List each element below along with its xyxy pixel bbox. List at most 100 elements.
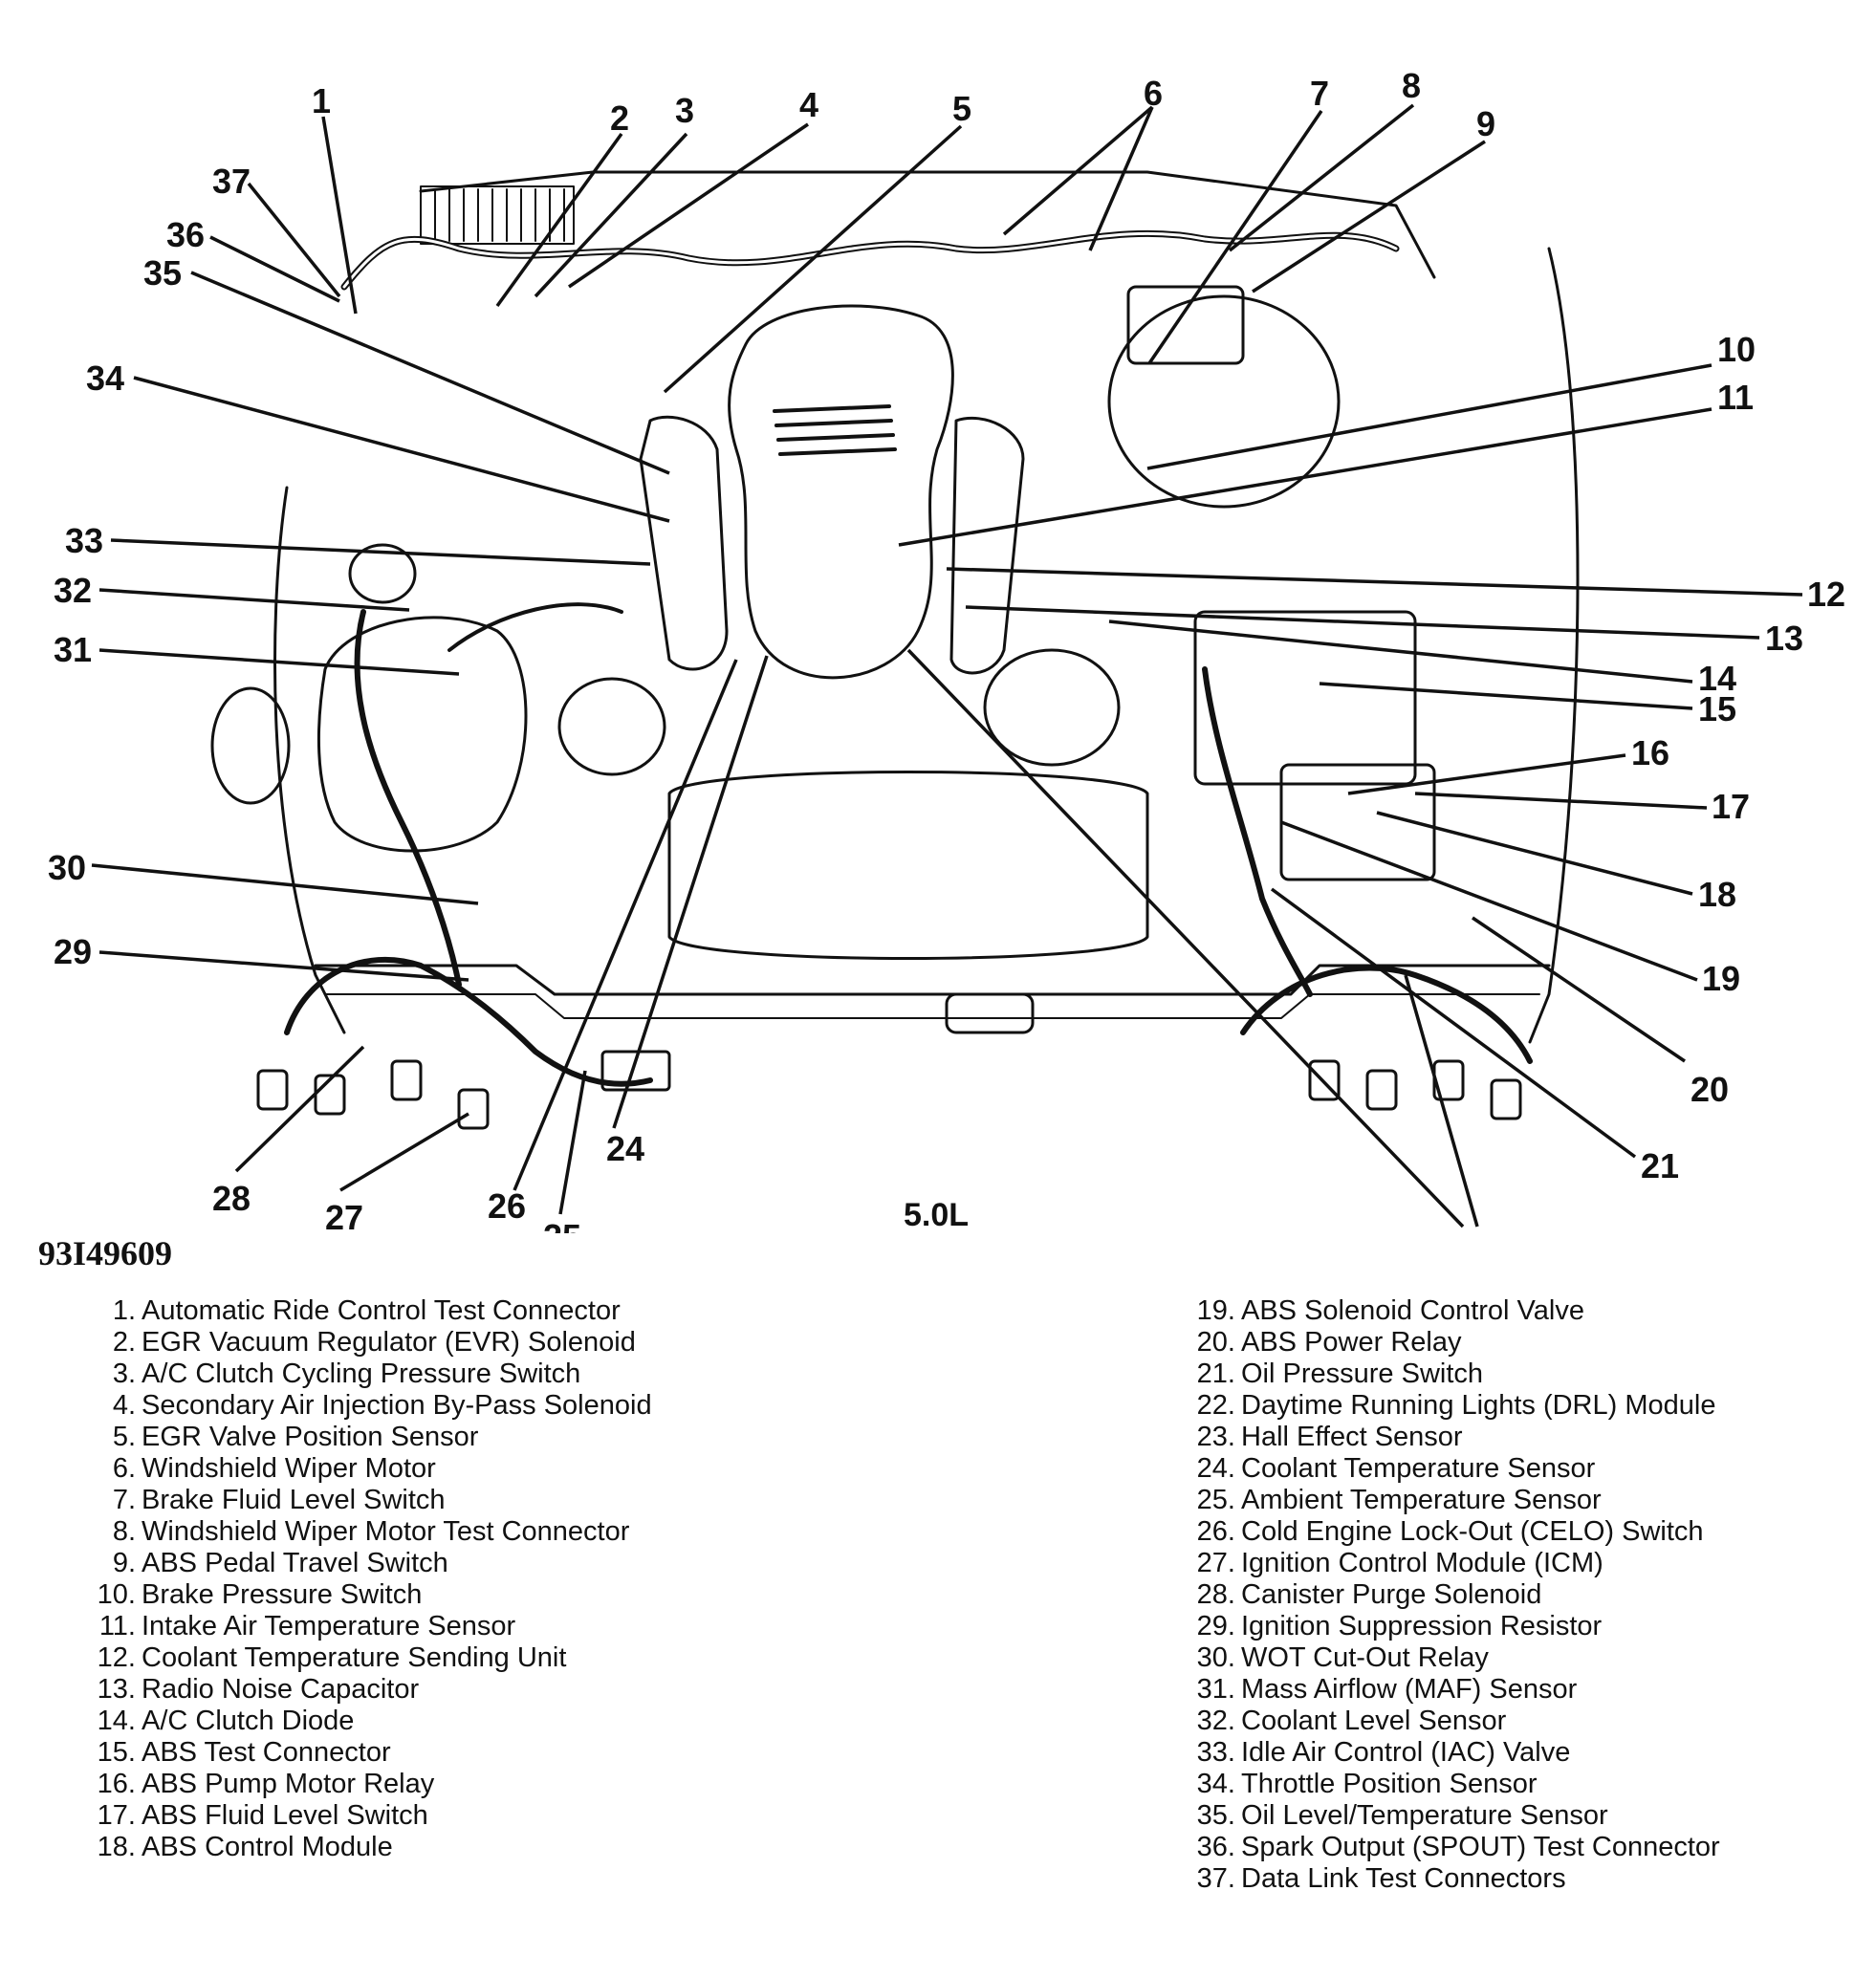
callout-14: 14 — [1698, 659, 1736, 698]
callout-24: 24 — [606, 1129, 644, 1168]
legend-item: 19.ABS Solenoid Control Valve — [1196, 1295, 1584, 1326]
engine-size-label: 5.0L — [904, 1197, 969, 1233]
legend-item: 6.Windshield Wiper Motor — [112, 1453, 436, 1484]
legend-item: 30.WOT Cut-Out Relay — [1196, 1642, 1489, 1673]
left-valve-cover — [639, 415, 729, 671]
legend-item: 3.A/C Clutch Cycling Pressure Switch — [112, 1359, 581, 1389]
callout-1: 1 — [312, 81, 331, 120]
alternator — [983, 648, 1121, 767]
cowl-grille-slats — [434, 188, 565, 242]
leader-8 — [1228, 103, 1415, 252]
callout-7: 7 — [1310, 74, 1329, 113]
callout-28: 28 — [212, 1179, 251, 1218]
cowl-panel — [419, 170, 1436, 279]
master-cylinder — [1126, 285, 1245, 365]
leader-36 — [209, 235, 340, 303]
leader-7 — [1147, 110, 1323, 364]
leader-16 — [1347, 753, 1626, 795]
engine-illustration — [210, 170, 1580, 1130]
leader-24 — [612, 655, 769, 1129]
leader-25 — [558, 1070, 587, 1215]
figure-id: 93I49609 — [38, 1234, 173, 1272]
leader-28 — [234, 1045, 365, 1173]
leader-29 — [98, 950, 469, 982]
callout-30: 30 — [48, 848, 86, 887]
legend-item: 27.Ignition Control Module (ICM) — [1196, 1548, 1603, 1578]
legend-right: 19.ABS Solenoid Control Valve 20.ABS Pow… — [1186, 1295, 1720, 1895]
leader-4 — [568, 122, 809, 289]
legend-item: 15.ABS Test Connector — [97, 1737, 391, 1768]
leader-33 — [110, 538, 651, 566]
air-inlet-duct — [447, 602, 623, 652]
legend-item: 22.Daytime Running Lights (DRL) Module — [1196, 1390, 1716, 1421]
legend-item: 9.ABS Pedal Travel Switch — [112, 1548, 448, 1578]
legend-item: 23.Hall Effect Sensor — [1196, 1422, 1463, 1452]
leader-30 — [91, 863, 479, 905]
callout-36: 36 — [166, 215, 205, 254]
callout-27: 27 — [325, 1198, 363, 1233]
legend-item: 2.EGR Vacuum Regulator (EVR) Solenoid — [112, 1327, 636, 1358]
callout-32: 32 — [54, 571, 92, 610]
leader-32 — [98, 588, 410, 612]
callout-9: 9 — [1476, 104, 1495, 143]
callout-26: 26 — [488, 1186, 526, 1226]
legend-item: 34.Throttle Position Sensor — [1196, 1769, 1538, 1799]
callout-4: 4 — [799, 85, 818, 124]
callout-25: 25 — [543, 1217, 581, 1233]
legend-item: 18.ABS Control Module — [97, 1832, 393, 1862]
leader-9 — [1252, 140, 1486, 293]
leader-6b — [1088, 106, 1154, 251]
leader-6a — [1002, 105, 1154, 236]
plenum-ribs — [773, 404, 897, 456]
intake-plenum — [728, 304, 954, 680]
leader-lines — [91, 103, 1803, 1228]
legend-item: 14.A/C Clutch Diode — [97, 1706, 355, 1736]
legend-item: 11.Intake Air Temperature Sensor — [98, 1611, 516, 1641]
callout-5: 5 — [952, 89, 971, 128]
leader-12 — [946, 567, 1803, 597]
callout-23: 23 — [1413, 1228, 1451, 1233]
leader-2 — [495, 132, 623, 308]
leader-26 — [513, 659, 738, 1191]
battery — [1193, 610, 1417, 786]
legend-item: 31.Mass Airflow (MAF) Sensor — [1196, 1674, 1578, 1705]
leader-5 — [663, 124, 963, 394]
callout-21: 21 — [1641, 1146, 1679, 1185]
side-harness-left — [354, 609, 462, 988]
legend-item: 25.Ambient Temperature Sensor — [1196, 1485, 1602, 1515]
callout-33: 33 — [65, 521, 103, 560]
callout-35: 35 — [143, 253, 182, 293]
legend-item: 4.Secondary Air Injection By-Pass Soleno… — [112, 1390, 652, 1421]
leader-35 — [190, 271, 670, 475]
leader-15 — [1319, 682, 1693, 710]
engine-drawing: 1 2 3 4 5 6 7 8 9 10 11 12 13 14 15 16 1… — [48, 66, 1845, 1233]
leader-14 — [1108, 619, 1693, 684]
right-valve-cover — [949, 416, 1025, 675]
front-right-harness — [1240, 965, 1533, 1064]
left-fender-outline — [273, 486, 346, 1034]
leader-20 — [1472, 916, 1686, 1063]
legend-item: 8.Windshield Wiper Motor Test Connector — [112, 1516, 630, 1547]
callout-2: 2 — [610, 98, 629, 138]
legend-item: 26.Cold Engine Lock-Out (CELO) Switch — [1196, 1516, 1704, 1547]
legend-item: 10.Brake Pressure Switch — [97, 1579, 423, 1610]
fan-shroud — [667, 771, 1149, 960]
leader-21 — [1270, 887, 1637, 1159]
callout-31: 31 — [54, 630, 92, 669]
callout-13: 13 — [1765, 619, 1803, 658]
air-cleaner-box — [316, 616, 528, 853]
legend-item: 5.EGR Valve Position Sensor — [112, 1422, 479, 1452]
side-harness-right — [1202, 666, 1313, 997]
legend-item: 12.Coolant Temperature Sending Unit — [97, 1642, 567, 1673]
legend-item: 32.Coolant Level Sensor — [1196, 1706, 1507, 1736]
callout-16: 16 — [1631, 733, 1669, 772]
legend-item: 1.Automatic Ride Control Test Connector — [112, 1295, 621, 1326]
callout-3: 3 — [675, 91, 694, 130]
leader-23 — [906, 648, 1465, 1228]
callout-11: 11 — [1717, 378, 1754, 417]
legend-item: 13.Radio Noise Capacitor — [97, 1674, 420, 1705]
legend-item: 20.ABS Power Relay — [1196, 1327, 1462, 1358]
leader-22 — [1404, 974, 1479, 1228]
legend-item: 24.Coolant Temperature Sensor — [1196, 1453, 1596, 1484]
legend-item: 16.ABS Pump Motor Relay — [97, 1769, 435, 1799]
